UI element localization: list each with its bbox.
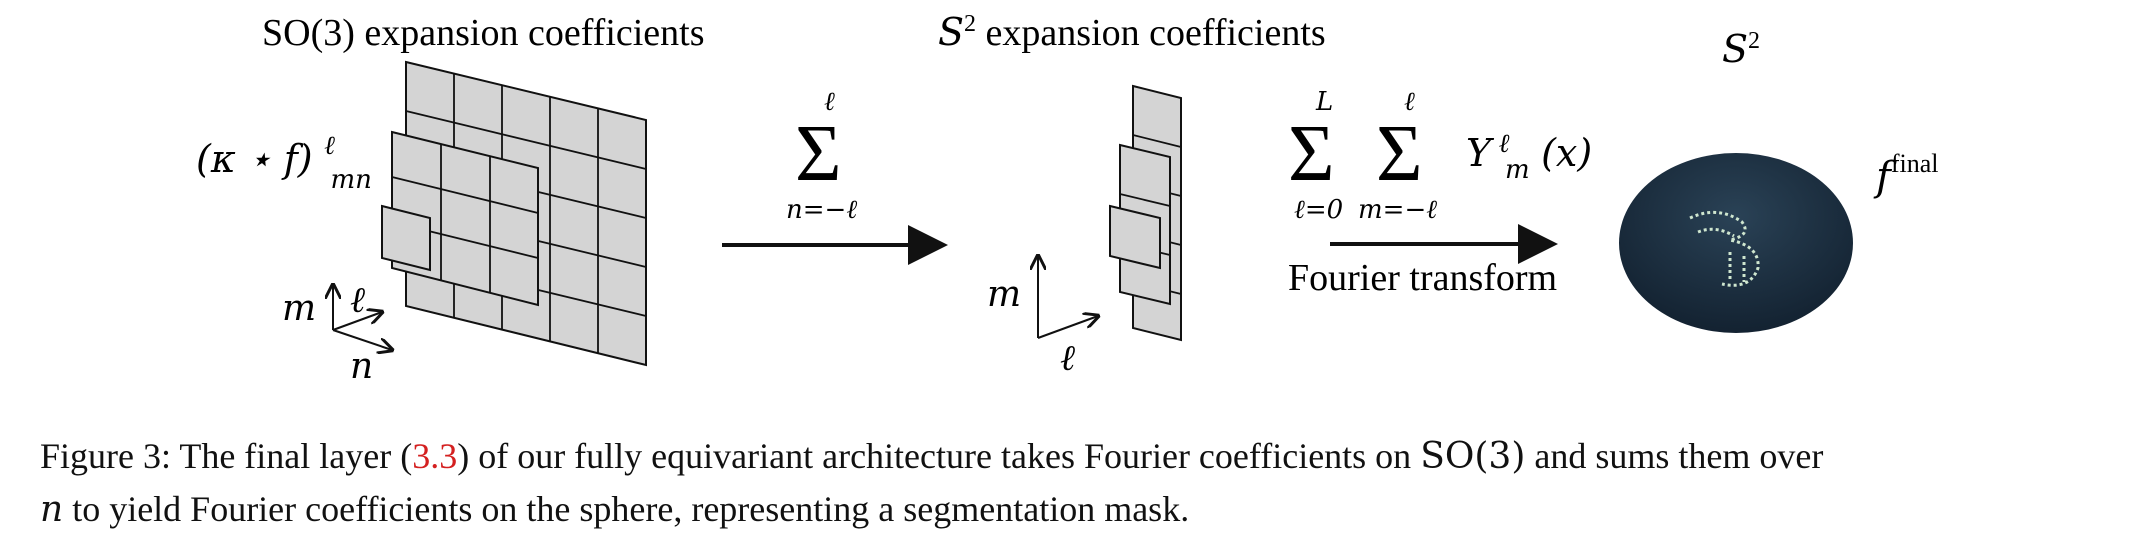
sum2-symbol: Σ	[1288, 110, 1335, 198]
axis-n-label: n	[350, 346, 373, 387]
sphere-title: S2	[1722, 27, 1760, 71]
segmentation-mask	[1689, 210, 1760, 287]
so3-title: SO(3) expansion coefficients	[262, 12, 705, 54]
s2-coeff-stack	[1109, 84, 1182, 342]
axis2-l-label: ℓ	[1060, 338, 1075, 379]
caption-ref-link[interactable]: 3.3	[412, 436, 458, 476]
s2-coeff-title: S2 expansion coefficients	[938, 10, 1326, 54]
sphere	[1619, 153, 1853, 333]
axis-l-label: ℓ	[350, 280, 365, 321]
fourier-label: Fourier transform	[1288, 257, 1557, 299]
sum1-symbol: Σ	[795, 110, 842, 198]
sum2-lower: ℓ=0	[1294, 195, 1343, 225]
figure-caption: Figure 3: The final layer (3.3) of our f…	[40, 436, 1824, 530]
figure-diagram: SO(3) expansion coefficients S2 expansio…	[196, 10, 1938, 387]
ylm-label: Y ℓ m (x)	[1466, 119, 1592, 187]
axis2-m-label: m	[987, 274, 1021, 315]
sum3-upper: ℓ	[1404, 87, 1415, 117]
sum1-lower: n=−ℓ	[786, 195, 857, 225]
axes-s2	[1038, 256, 1098, 339]
sum3-lower: m=−ℓ	[1358, 195, 1437, 225]
sum1-upper: ℓ	[824, 87, 835, 117]
so3-front-square	[381, 204, 431, 272]
axis-m-label: m	[282, 288, 316, 329]
axes-so3	[333, 285, 392, 350]
sum2-upper: L	[1315, 87, 1333, 117]
ffinal-label: ffinal	[1873, 149, 1938, 200]
sum3-symbol: Σ	[1376, 110, 1423, 198]
conv-label: (κ ⋆ f) ℓ mn	[196, 121, 372, 195]
